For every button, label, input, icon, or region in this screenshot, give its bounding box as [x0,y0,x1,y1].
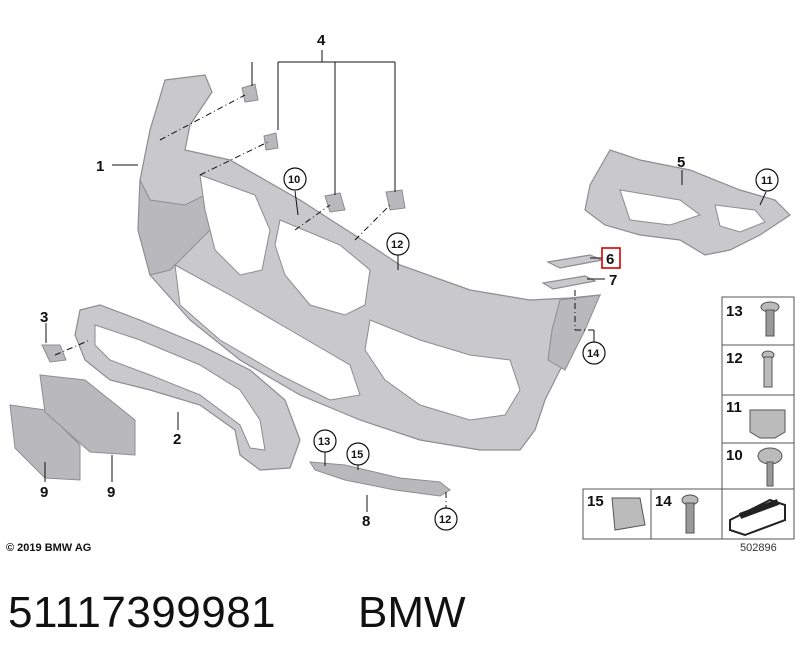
clip-nut-icon [611,497,646,531]
callout-10-circle [283,167,307,191]
fastener-legend: 13 12 11 10 15 14 [582,296,795,540]
torx-screw-icon [760,301,780,337]
collar-screw-icon [757,447,783,487]
lower-trim-part-2[interactable] [74,304,301,471]
callout-labels: 1 4 5 7 3 2 9 9 8 6 10 12 11 14 13 15 12 [40,32,779,531]
callout-11a-circle [755,168,779,192]
callout-13: 13 [318,436,330,448]
legend-label-15: 15 [587,493,604,510]
legend-cell-10 [721,442,795,490]
lower-lip-part-8[interactable] [309,461,451,497]
callout-11a: 11 [761,175,773,187]
callout-3: 3 [40,309,48,326]
part-number: 51117399981 [8,588,277,637]
callout-2: 2 [173,431,181,448]
spring-clip-icon [749,409,786,439]
callout-12a-circle [386,232,410,256]
direction-arrow-icon [729,498,786,537]
callout-5: 5 [677,154,685,171]
callout-15: 15 [351,449,363,461]
legend-label-14: 14 [655,493,672,510]
callout-15-circle [346,442,370,466]
diagram-number: 502896 [740,542,777,554]
license-plate-bracket-part-9b[interactable] [39,374,136,456]
trim-strip-part-6[interactable] [546,254,605,269]
callout-6: 6 [606,251,614,268]
self-tapping-screw-icon [681,494,699,534]
trim-strip-part-7[interactable] [541,275,597,290]
legend-label-12: 12 [726,350,743,367]
expansion-rivet-icon [761,350,775,388]
callout-10: 10 [288,174,300,186]
callout-12a: 12 [391,239,403,251]
callout-7: 7 [609,272,617,289]
legend-label-13: 13 [726,303,743,320]
brand-name: BMW [358,588,466,637]
callout-13-circle [313,429,337,453]
callout-8: 8 [362,513,370,530]
legend-label-11: 11 [726,399,742,416]
callout-12b: 12 [439,514,451,526]
callout-9a: 9 [40,484,48,501]
callout-1: 1 [96,158,104,175]
callout-4: 4 [317,32,326,49]
callout-6-highlight[interactable] [601,247,621,269]
callout-14: 14 [587,348,600,360]
clips-part-4[interactable] [241,83,406,213]
support-bracket-part-5[interactable] [584,149,791,256]
front-bumper-part-1[interactable] [137,74,602,451]
legend-cell-13 [721,296,795,346]
legend-label-10: 10 [726,447,743,464]
copyright-notice: © 2019 BMW AG [6,542,92,554]
bracket-part-3[interactable] [41,344,67,363]
callout-14-circle [582,341,606,365]
callout-12b-circle [434,507,458,531]
callout-9b: 9 [107,484,115,501]
leader-lines [44,50,767,512]
